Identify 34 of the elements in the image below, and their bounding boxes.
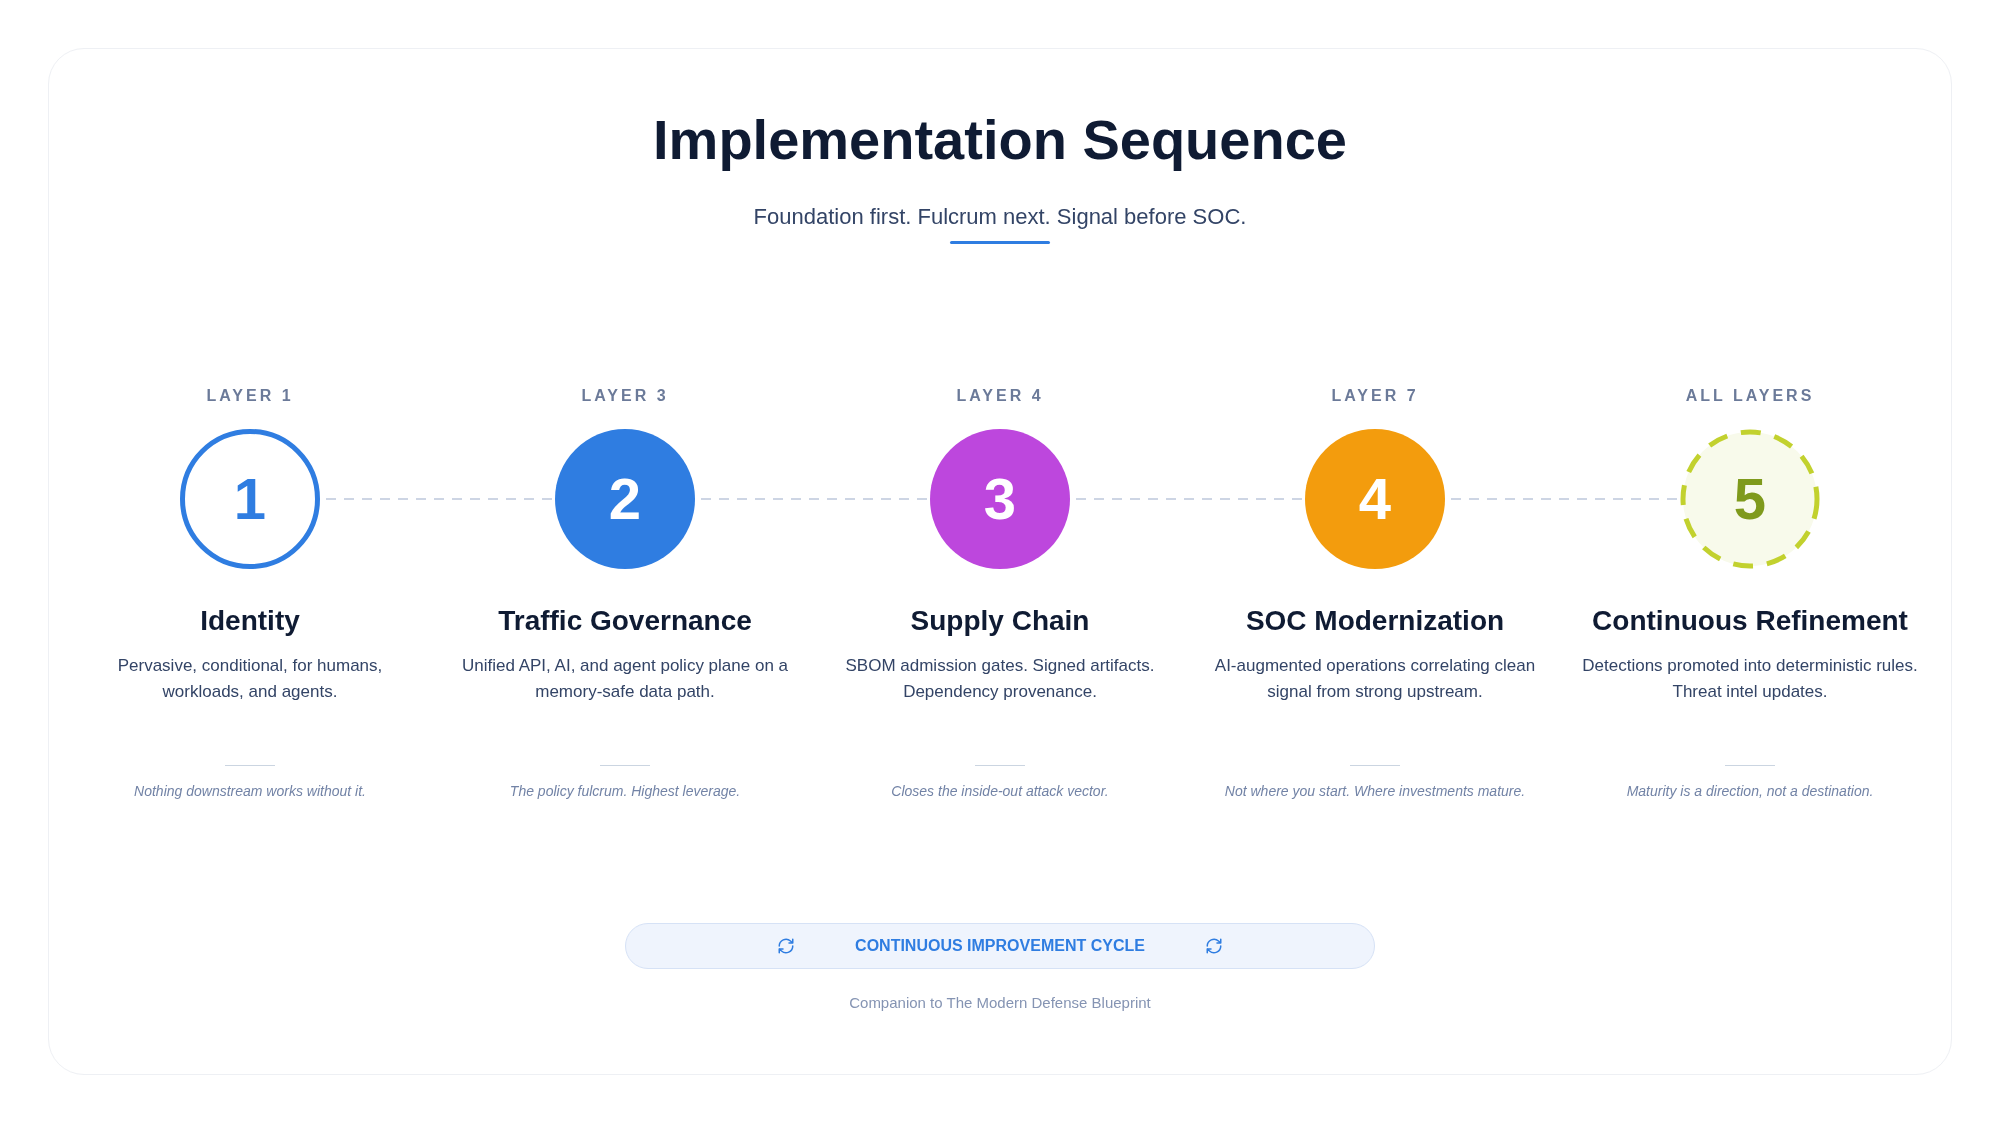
step-number: 1 [233, 470, 267, 528]
step-description: Detections promoted into deterministic rules. Threat intel updates. [1581, 655, 1919, 703]
dashed-connector [1450, 498, 1679, 500]
layer-label: LAYER 1 [205, 386, 295, 406]
layer-label: ALL LAYERS [1684, 386, 1816, 406]
layer-label: LAYER 7 [1330, 386, 1420, 406]
step-number: 5 [1733, 470, 1767, 528]
step-circle [1680, 429, 1820, 569]
step-number: 3 [983, 470, 1017, 528]
step-description: Unified API, AI, and agent policy plane on a memory-safe data path. [460, 655, 790, 703]
step-title: Traffic Governance [497, 604, 753, 638]
step-title: Identity [199, 604, 301, 638]
step-note: Maturity is a direction, not a destination. [1625, 782, 1875, 801]
layer-label: LAYER 3 [580, 386, 670, 406]
step-note: Not where you start. Where investments mature. [1223, 782, 1527, 801]
step-note: Nothing downstream works without it. [133, 782, 367, 801]
step-title: Supply Chain [909, 604, 1091, 638]
step-number: 4 [1358, 470, 1392, 528]
dashed-connector [700, 498, 929, 500]
step-note: Closes the inside-out attack vector. [890, 782, 1110, 801]
dashed-connector [1075, 498, 1304, 500]
step-number: 2 [608, 470, 642, 528]
layer-label: LAYER 4 [955, 386, 1045, 406]
step-description: AI-augmented operations correlating clean signal from strong upstream. [1213, 655, 1537, 703]
step-description: SBOM admission gates. Signed artifacts. Dependency provenance. [844, 655, 1156, 703]
step-title: SOC Modernization [1244, 604, 1506, 638]
cycle-banner [625, 923, 1375, 969]
step-note: The policy fulcrum. Highest leverage. [508, 782, 742, 801]
step-description: Pervasive, conditional, for humans, workloads, and agents. [116, 655, 384, 703]
subtitle: Foundation first. Fulcrum next. Signal before SOC. [752, 203, 1248, 231]
caption: Companion to The Modern Defense Blueprint [848, 993, 1152, 1013]
banner-text: CONTINUOUS IMPROVEMENT CYCLE [855, 936, 1145, 956]
step-title: Continuous Refinement [1591, 604, 1909, 638]
dashed-connector [325, 498, 554, 500]
